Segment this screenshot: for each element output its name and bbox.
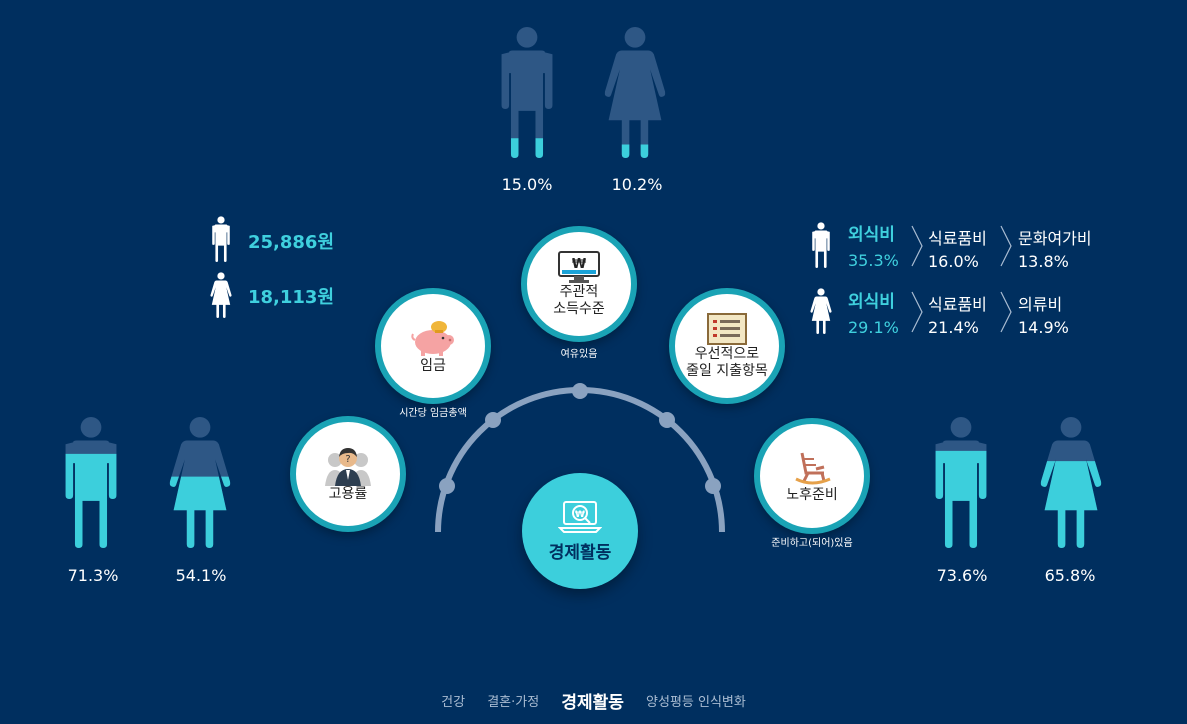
wage-circle[interactable]: 임금 bbox=[375, 288, 491, 404]
checklist-icon bbox=[707, 313, 747, 345]
expense-female-item2-pct: 21.4% bbox=[928, 318, 979, 337]
center-label: 경제활동 bbox=[548, 542, 612, 563]
wage-label: 임금 bbox=[420, 357, 446, 374]
wage-female-value: 18,113원 bbox=[248, 287, 335, 308]
right-female-pct: 65.8% bbox=[1044, 566, 1096, 585]
spending-label: 우선적으로 줄일 지출항목 bbox=[686, 346, 768, 379]
chevron-right-icon bbox=[1000, 225, 1012, 267]
figure-base bbox=[605, 27, 666, 158]
svg-text:₩: ₩ bbox=[572, 257, 587, 272]
wage-sub: 시간당 임금총액 bbox=[399, 408, 467, 419]
nav-equality[interactable]: 양성평등 인식변화 bbox=[646, 695, 746, 710]
right-male-pct: 73.6% bbox=[936, 566, 988, 585]
top-male-pct: 15.0% bbox=[501, 175, 553, 194]
piggy-bank-icon bbox=[411, 320, 454, 356]
laptop-won-icon: ₩ bbox=[558, 500, 602, 533]
expense-male-item3: 문화여가비 bbox=[1018, 229, 1092, 248]
expense-female-head-pct: 29.1% bbox=[848, 318, 899, 337]
person-icon: ? bbox=[325, 447, 371, 486]
nav-marriage[interactable]: 결혼·가정 bbox=[487, 695, 540, 710]
expense-female-icon bbox=[810, 288, 832, 334]
top-female-pct: 10.2% bbox=[611, 175, 663, 194]
expense-male-head: 외식비 bbox=[848, 225, 895, 245]
expense-male-item2: 식료품비 bbox=[928, 229, 987, 248]
top-male-figure-icon bbox=[500, 26, 554, 158]
left-male-pct: 71.3% bbox=[67, 566, 119, 585]
expense-female-head: 외식비 bbox=[848, 292, 895, 312]
nav-economy[interactable]: 경제활동 bbox=[561, 693, 624, 713]
svg-text:?: ? bbox=[345, 454, 350, 465]
expense-male-icon bbox=[812, 222, 830, 268]
economy-center-button[interactable]: ₩ 경제활동 bbox=[522, 473, 638, 589]
expense-female-item3-pct: 14.9% bbox=[1018, 318, 1069, 337]
retirement-sub: 준비하고(되어)있음 bbox=[771, 538, 853, 549]
income-circle[interactable]: ₩ 주관적 소득수준 bbox=[521, 226, 637, 342]
expense-male-item2-pct: 16.0% bbox=[928, 252, 979, 271]
arc-connector bbox=[435, 383, 725, 533]
chevron-right-icon bbox=[911, 291, 923, 333]
right-female-figure-icon bbox=[1039, 416, 1103, 548]
left-female-pct: 54.1% bbox=[175, 566, 227, 585]
wage-male-icon bbox=[212, 216, 230, 262]
nav-health[interactable]: 건강 bbox=[441, 695, 466, 710]
left-male-figure-icon bbox=[64, 416, 118, 548]
rocking-chair-icon bbox=[795, 452, 831, 484]
expense-female-item2: 식료품비 bbox=[928, 295, 987, 314]
expense-female-item3: 의류비 bbox=[1018, 295, 1063, 314]
employment-label: 고용률 bbox=[328, 485, 368, 502]
svg-text:₩: ₩ bbox=[575, 510, 585, 520]
figure-base bbox=[502, 27, 553, 158]
chevron-right-icon bbox=[911, 225, 923, 267]
left-female-figure-icon bbox=[168, 416, 232, 548]
income-label: 주관적 소득수준 bbox=[553, 284, 605, 317]
income-sub: 여유있음 bbox=[560, 349, 598, 360]
expense-male-head-pct: 35.3% bbox=[848, 251, 899, 270]
bottom-nav: 건강 결혼·가정 경제활동 양성평등 인식변화 bbox=[0, 688, 1187, 713]
wage-male-value: 25,886원 bbox=[248, 232, 335, 253]
spending-circle[interactable]: 우선적으로 줄일 지출항목 bbox=[669, 288, 785, 404]
retirement-label: 노후준비 bbox=[786, 486, 838, 503]
right-male-figure-icon bbox=[934, 416, 988, 548]
chevron-right-icon bbox=[1000, 291, 1012, 333]
employment-circle[interactable]: ? 고용률 bbox=[290, 416, 406, 532]
expense-male-item3-pct: 13.8% bbox=[1018, 252, 1069, 271]
top-female-figure-icon bbox=[603, 26, 667, 158]
retirement-circle[interactable]: 노후준비 bbox=[754, 418, 870, 534]
monitor-won-icon: ₩ bbox=[558, 251, 600, 283]
wage-female-icon bbox=[210, 272, 232, 318]
